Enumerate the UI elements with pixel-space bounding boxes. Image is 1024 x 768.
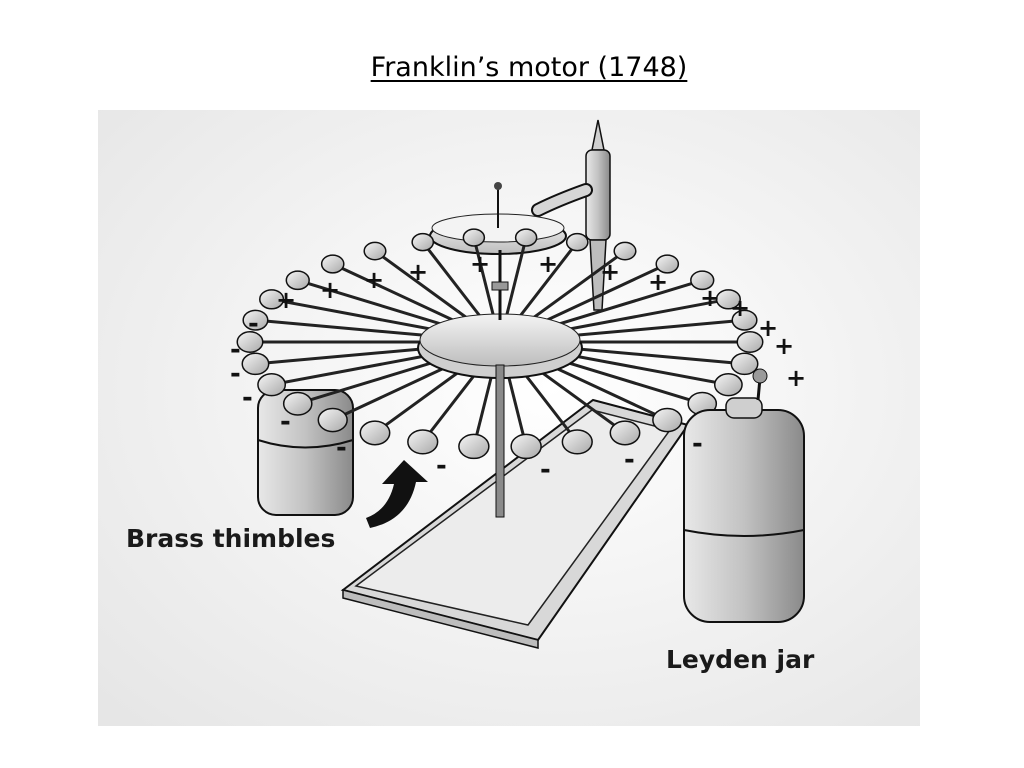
brass-thimble bbox=[241, 352, 270, 376]
leyden-jar-label: Leyden jar bbox=[666, 645, 815, 674]
brass-thimble bbox=[715, 289, 741, 310]
brass-thimble bbox=[652, 407, 683, 433]
positive-charge-sign: + bbox=[470, 250, 490, 278]
negative-charge-sign: - bbox=[692, 429, 703, 459]
positive-charge-sign: + bbox=[730, 294, 750, 322]
rotation-arrow bbox=[366, 460, 428, 528]
negative-charge-sign: - bbox=[336, 433, 347, 463]
brass-thimble bbox=[609, 420, 641, 446]
negative-charge-sign: - bbox=[230, 335, 241, 365]
motor-illustration: +++++++++++++---------- bbox=[98, 110, 920, 726]
positive-charge-sign: + bbox=[700, 284, 720, 312]
stand-post bbox=[531, 119, 611, 311]
brass-thimble bbox=[514, 228, 538, 247]
positive-charge-sign: + bbox=[408, 258, 428, 286]
brass-thimble bbox=[730, 352, 759, 376]
page-title: Franklin’s motor (1748) bbox=[370, 52, 688, 83]
brass-thimble bbox=[359, 420, 391, 446]
brass-thimble bbox=[320, 254, 345, 274]
brass-thimble bbox=[407, 429, 439, 455]
right-jar bbox=[683, 368, 805, 623]
brass-thimble bbox=[731, 309, 758, 331]
positive-charge-sign: + bbox=[786, 364, 806, 392]
positive-charge-sign: + bbox=[774, 332, 794, 360]
brass-thimble bbox=[458, 433, 490, 460]
brass-thimble bbox=[257, 373, 287, 397]
negative-charge-sign: - bbox=[248, 309, 259, 339]
brass-thimble bbox=[411, 232, 435, 252]
brass-thimble bbox=[259, 289, 285, 310]
brass-thimble bbox=[510, 433, 542, 460]
negative-charge-sign: - bbox=[436, 451, 447, 481]
brass-thimble bbox=[655, 254, 680, 274]
brass-thimble bbox=[565, 232, 589, 252]
brass-thimble bbox=[242, 309, 269, 331]
brass-thimble bbox=[282, 391, 313, 416]
positive-charge-sign: + bbox=[320, 276, 340, 304]
axle bbox=[495, 364, 505, 518]
brass-thimble bbox=[317, 407, 348, 433]
positive-charge-sign: + bbox=[648, 268, 668, 296]
brass-thimble bbox=[713, 373, 743, 397]
positive-charge-sign: + bbox=[276, 286, 296, 314]
brass-thimble bbox=[613, 241, 637, 261]
brass-thimble bbox=[236, 331, 264, 353]
brass-thimble bbox=[561, 429, 593, 455]
brass-thimble bbox=[462, 228, 486, 247]
negative-charge-sign: - bbox=[624, 445, 635, 475]
positive-charge-sign: + bbox=[600, 258, 620, 286]
central-hub bbox=[417, 250, 583, 379]
negative-charge-sign: - bbox=[280, 407, 291, 437]
negative-charge-sign: - bbox=[540, 455, 551, 485]
brass-thimble bbox=[690, 270, 715, 291]
brass-thimble bbox=[736, 331, 764, 353]
thimbles-label: Brass thimbles bbox=[126, 524, 336, 553]
positive-charge-sign: + bbox=[538, 250, 558, 278]
positive-charge-sign: + bbox=[364, 266, 384, 294]
charge-signs: +++++++++++++---------- bbox=[230, 250, 806, 485]
motor-drawing: +++++++++++++---------- bbox=[98, 110, 920, 726]
brass-thimble bbox=[285, 270, 310, 291]
negative-charge-sign: - bbox=[230, 359, 241, 389]
positive-charge-sign: + bbox=[758, 314, 778, 342]
brass-thimble bbox=[363, 241, 387, 261]
negative-charge-sign: - bbox=[242, 383, 253, 413]
